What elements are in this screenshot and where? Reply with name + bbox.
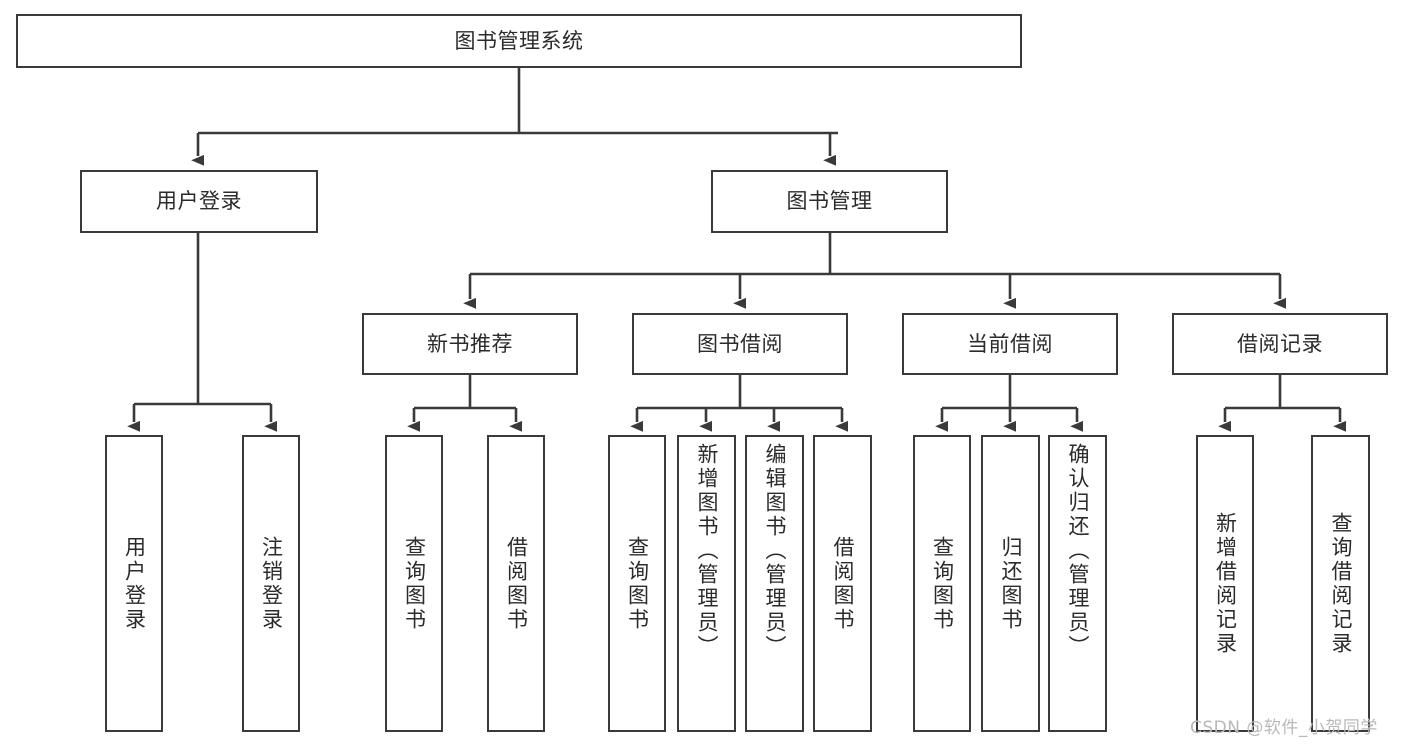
- leaf-borrow-borrow-book[interactable]: 借阅图书: [813, 435, 872, 732]
- leaf-records-add-label: 新增借阅记录: [1213, 511, 1238, 656]
- leaf-borrow-edit-book[interactable]: 编辑图书（管理员）: [745, 435, 804, 732]
- leaf-borrow-query-label: 查询图书: [625, 535, 650, 632]
- leaf-borrow-query[interactable]: 查询图书: [608, 435, 666, 732]
- leaf-new-books-query[interactable]: 查询图书: [385, 435, 443, 732]
- leaf-current-return[interactable]: 归还图书: [981, 435, 1040, 732]
- leaf-user-login[interactable]: 用户登录: [105, 435, 163, 732]
- node-book-borrow[interactable]: 图书借阅: [632, 313, 848, 375]
- node-root[interactable]: 图书管理系统: [16, 14, 1022, 68]
- leaf-logout[interactable]: 注销登录: [242, 435, 300, 732]
- leaf-current-confirm-return[interactable]: 确认归还（管理员）: [1048, 435, 1107, 732]
- leaf-new-books-borrow[interactable]: 借阅图书: [487, 435, 545, 732]
- node-book-management[interactable]: 图书管理: [711, 170, 948, 233]
- leaf-user-login-label: 用户登录: [122, 535, 147, 632]
- node-root-label: 图书管理系统: [454, 28, 584, 53]
- leaf-records-query[interactable]: 查询借阅记录: [1311, 435, 1370, 732]
- leaf-new-books-borrow-label: 借阅图书: [504, 535, 529, 632]
- node-new-book-recommend[interactable]: 新书推荐: [362, 313, 578, 375]
- node-new-book-recommend-label: 新书推荐: [427, 331, 513, 356]
- leaf-current-query-label: 查询图书: [930, 535, 955, 632]
- leaf-current-query[interactable]: 查询图书: [913, 435, 971, 732]
- node-book-management-label: 图书管理: [786, 189, 873, 214]
- leaf-records-add[interactable]: 新增借阅记录: [1196, 435, 1254, 732]
- leaf-current-confirm-return-label: 确认归还（管理员）: [1066, 443, 1090, 659]
- node-current-borrow[interactable]: 当前借阅: [902, 313, 1118, 375]
- node-borrow-records[interactable]: 借阅记录: [1172, 313, 1388, 375]
- node-borrow-records-label: 借阅记录: [1237, 331, 1323, 356]
- leaf-borrow-edit-book-label: 编辑图书（管理员）: [763, 443, 787, 659]
- leaf-borrow-add-book-label: 新增图书（管理员）: [695, 443, 719, 659]
- leaf-borrow-borrow-book-label: 借阅图书: [831, 535, 855, 632]
- leaf-current-return-label: 归还图书: [999, 535, 1023, 632]
- leaf-borrow-add-book[interactable]: 新增图书（管理员）: [677, 435, 736, 732]
- leaf-logout-label: 注销登录: [259, 535, 284, 632]
- node-user-login-label: 用户登录: [156, 189, 242, 214]
- node-book-borrow-label: 图书借阅: [697, 331, 783, 356]
- node-current-borrow-label: 当前借阅: [967, 331, 1053, 356]
- leaf-new-books-query-label: 查询图书: [402, 535, 427, 632]
- node-user-login[interactable]: 用户登录: [80, 170, 318, 233]
- leaf-records-query-label: 查询借阅记录: [1329, 511, 1353, 656]
